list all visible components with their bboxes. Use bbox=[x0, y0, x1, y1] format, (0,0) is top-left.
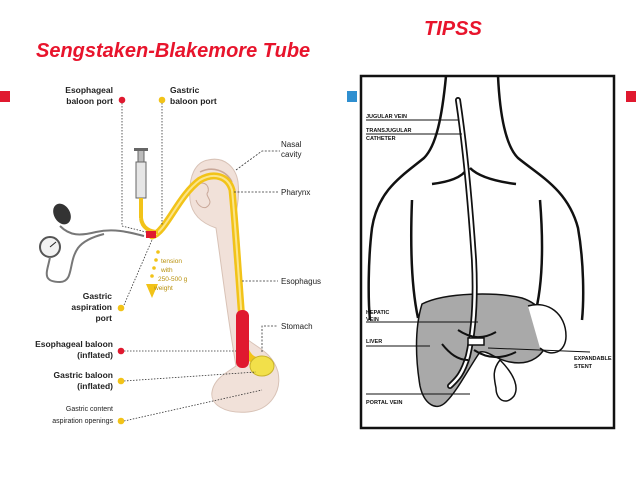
red-square-marker-right bbox=[626, 91, 636, 102]
face-profile bbox=[195, 182, 211, 209]
esophageal-balloon bbox=[236, 310, 249, 368]
gastric-inflated-label-line1: Gastric baloon bbox=[53, 370, 113, 380]
tipss-stomach bbox=[527, 303, 567, 354]
gastric-balloon bbox=[249, 355, 275, 377]
stomach-label: Stomach bbox=[281, 322, 313, 331]
tipss-title: TIPSS bbox=[424, 18, 482, 40]
tipss-frame bbox=[359, 74, 616, 430]
esophageal-inflated-label-line2: (inflated) bbox=[77, 350, 113, 360]
pressure-gauge-icon bbox=[39, 236, 61, 258]
tension-label-line2: with bbox=[160, 267, 173, 274]
gastric-content-label-line2: aspiration openings bbox=[52, 418, 113, 425]
hepatic-vein-label-line2: VEIN bbox=[366, 317, 379, 323]
pharynx-label: Pharynx bbox=[281, 188, 310, 197]
tipss-diagram: JUGULAR VEIN TRANSJUGULAR CATHETER HEPAT… bbox=[359, 74, 616, 430]
expandable-stent-label-line1: EXPANDABLE bbox=[574, 356, 612, 362]
esophageal-inflated-label-line1: Esophageal baloon bbox=[35, 339, 113, 349]
gastric-aspiration-label-line2: aspiration bbox=[71, 302, 112, 312]
inflation-bulb-icon bbox=[53, 203, 71, 225]
inflation-hose bbox=[45, 225, 145, 284]
sb-tube-highlight bbox=[151, 174, 245, 347]
transjugular-catheter-label-line1: TRANSJUGULAR bbox=[366, 128, 412, 134]
tipss-intestine bbox=[493, 358, 517, 402]
tipss-body-outline bbox=[367, 75, 585, 321]
marker-esophageal-inflated bbox=[117, 347, 125, 355]
hepatic-vein-label-line1: HEPATIC bbox=[366, 310, 389, 316]
tipss-callout-lines bbox=[366, 119, 591, 395]
portal-vein-label: PORTAL VEIN bbox=[366, 400, 402, 406]
gastric-content-label-line1: Gastric content bbox=[66, 406, 113, 413]
tension-label-line3: 250-500 g bbox=[158, 276, 188, 283]
red-square-marker-left bbox=[0, 91, 10, 102]
callout-lines bbox=[121, 103, 280, 422]
gastric-aspiration-label-line1: Gastric bbox=[83, 291, 113, 301]
esophageal-port-label-line2: baloon port bbox=[66, 96, 113, 106]
marker-gastric-port bbox=[158, 96, 166, 104]
tension-arrow bbox=[146, 250, 160, 298]
transjugular-catheter-label-line2: CATHETER bbox=[366, 136, 396, 142]
esophagus-label: Esophagus bbox=[281, 277, 321, 286]
red-connector bbox=[146, 231, 156, 238]
nasal-cavity-label-line2: cavity bbox=[281, 150, 301, 159]
marker-gastric-aspiration bbox=[117, 304, 125, 312]
liver-label: LIVER bbox=[366, 339, 382, 345]
tipss-portal-vessels bbox=[441, 329, 517, 361]
gastric-port-label-line2: baloon port bbox=[170, 96, 217, 106]
marker-gastric-content bbox=[117, 417, 125, 425]
esophageal-port-label-line1: Esophageal bbox=[65, 85, 113, 95]
nasal-cavity-shape bbox=[199, 168, 233, 183]
nasal-cavity-label-line1: Nasal bbox=[281, 140, 302, 149]
tension-label-line4: weight bbox=[153, 285, 173, 292]
tipss-catheter bbox=[448, 98, 476, 388]
sb-tube-title: Sengstaken-Blakemore Tube bbox=[36, 40, 311, 62]
syringe-icon bbox=[134, 148, 148, 218]
gastric-aspiration-label-line3: port bbox=[95, 313, 112, 323]
sb-tube-diagram: Esophageal baloon port Gastric baloon po… bbox=[35, 85, 321, 425]
jugular-vein-label: JUGULAR VEIN bbox=[366, 114, 407, 120]
marker-gastric-inflated bbox=[117, 377, 125, 385]
tipss-stent bbox=[467, 337, 485, 346]
expandable-stent-label-line2: STENT bbox=[574, 364, 593, 370]
gastric-port-label-line1: Gastric bbox=[170, 85, 200, 95]
tension-label-line1: tension bbox=[161, 258, 182, 265]
gastric-port-line bbox=[139, 217, 159, 234]
blue-square-marker bbox=[347, 91, 357, 102]
gastric-inflated-label-line2: (inflated) bbox=[77, 381, 113, 391]
marker-esophageal-port bbox=[118, 96, 126, 104]
patient-silhouette bbox=[189, 158, 280, 413]
